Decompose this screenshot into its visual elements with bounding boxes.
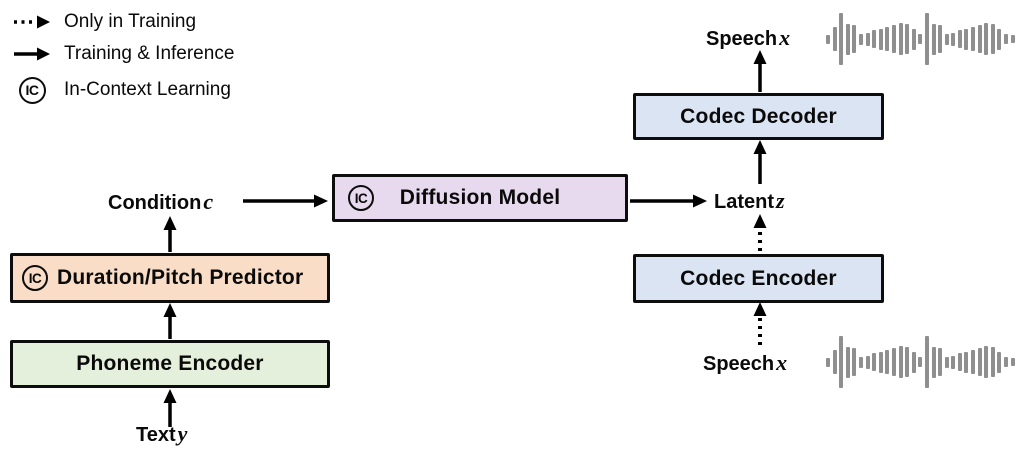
waveform-bar [957,30,962,48]
waveform-bar [964,351,969,373]
codec-encoder-label: Codec Encoder [680,266,837,290]
waveform-bar [931,23,936,55]
waveform-bar [1010,358,1015,366]
waveform-bar [1004,357,1009,367]
waveform-bar [911,351,916,373]
waveform-bar [905,24,910,54]
codec-encoder-box: Codec Encoder [633,254,884,303]
diffusion-model-label: Diffusion Model [399,186,561,209]
ic-circle-icon: IC [12,76,52,104]
phoneme-encoder-label: Phoneme Encoder [76,352,264,375]
waveform-bar [957,353,962,371]
waveform-bar [944,356,949,368]
text-input-var: y [177,421,188,446]
waveform-bar [898,346,903,378]
waveform-bar [997,28,1002,50]
speech-top-label: Speechx [706,25,791,50]
waveform-bar [852,348,857,376]
waveform-bar [858,356,863,368]
waveform-bar [832,27,837,51]
waveform-bar [905,347,910,377]
waveform-bar [984,346,989,378]
speech-waveform-top [826,13,1015,65]
waveform-bar [885,27,890,51]
waveform-bar [891,348,896,376]
waveform-bar [997,351,1002,373]
phoneme-encoder-box: Phoneme Encoder [10,340,330,388]
waveform-bar [938,25,943,53]
waveform-bar [918,357,923,367]
waveform-bar [878,351,883,373]
waveform-bar [872,30,877,48]
waveform-bar [911,28,916,50]
speech-waveform-bottom [826,336,1015,388]
waveform-bar [971,350,976,374]
solid-arrow-icon [12,46,52,62]
speech-top-var: x [779,25,791,50]
waveform-bar [845,346,850,378]
ic-badge: IC [22,265,48,291]
legend-label: Training & Inference [64,43,235,64]
condition-var: c [203,189,214,214]
waveform-bar [931,346,936,378]
waveform-bar [865,355,870,369]
codec-decoder-box: Codec Decoder [633,93,884,140]
waveform-bar [944,33,949,45]
waveform-bar [977,25,982,53]
duration-pitch-predictor-label: Duration/Pitch Predictor [57,266,304,289]
ic-badge: IC [348,185,374,211]
legend-label: Only in Training [64,11,197,32]
waveform-bar [990,347,995,377]
speech-bottom-label: Speechx [703,350,788,375]
waveform-bar [858,33,863,45]
waveform-bar [990,24,995,54]
waveform-bar [872,353,877,371]
codec-decoder-label: Codec Decoder [680,104,837,128]
waveform-bar [1004,34,1009,44]
legend-item-training-inference: Training & Inference [12,40,234,68]
duration-pitch-predictor-box: IC Duration/Pitch Predictor [10,253,330,303]
waveform-bar [878,28,883,50]
waveform-bar [839,13,844,65]
waveform-bar [984,23,989,55]
text-input-label: Texty [136,421,188,446]
waveform-bar [971,27,976,51]
waveform-bar [826,357,830,367]
latent-var: z [776,188,785,213]
waveform-bar [951,32,956,46]
waveform-bar [891,25,896,53]
waveform-bar [885,350,890,374]
waveform-bar [951,355,956,369]
diffusion-model-box: IC Diffusion Model [332,174,628,222]
waveform-bar [924,336,929,388]
legend-item-in-context-learning: IC In-Context Learning [12,76,231,104]
waveform-bar [865,32,870,46]
waveform-bar [826,34,830,44]
waveform-bar [898,23,903,55]
waveform-bar [924,13,929,65]
waveform-bar [938,348,943,376]
speech-bottom-var: x [776,350,788,375]
waveform-bar [845,23,850,55]
waveform-bar [839,336,844,388]
condition-label: Conditionc [108,189,214,214]
latent-label: Latentz [714,188,785,213]
waveform-bar [918,34,923,44]
waveform-bar [964,28,969,50]
waveform-bar [832,350,837,374]
waveform-bar [852,25,857,53]
legend-item-only-in-training: Only in Training [12,8,196,36]
waveform-bar [977,348,982,376]
dotted-arrow-icon [12,14,52,30]
waveform-bar [1010,35,1015,43]
legend-label: In-Context Learning [64,79,231,100]
